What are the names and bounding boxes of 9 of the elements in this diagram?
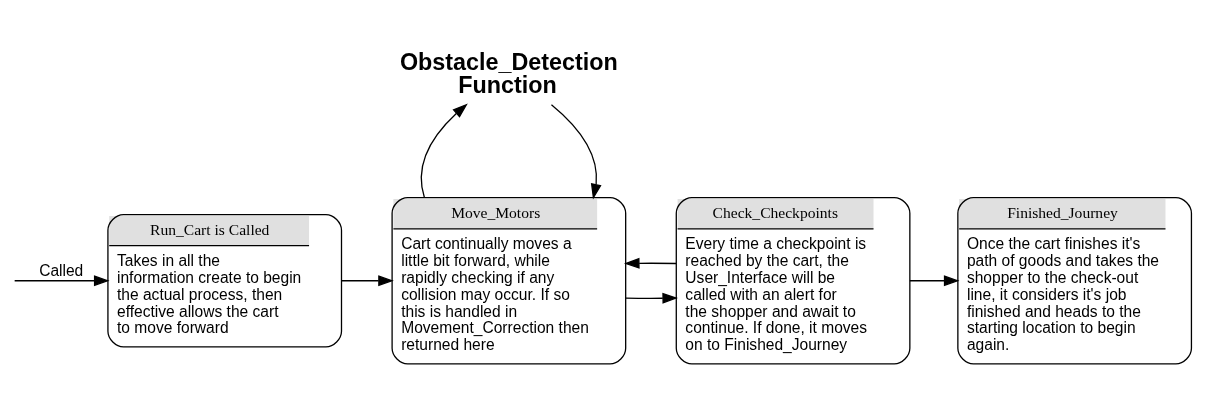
arrow (625, 292, 678, 304)
arrow (909, 274, 960, 286)
arrow (14, 274, 110, 286)
edge-label: Called (39, 261, 84, 279)
arrow (623, 257, 677, 269)
arrow (550, 103, 602, 199)
arrow (420, 102, 468, 198)
node-text: Obstacle_Detection Function (399, 48, 618, 98)
arrow (341, 274, 394, 286)
